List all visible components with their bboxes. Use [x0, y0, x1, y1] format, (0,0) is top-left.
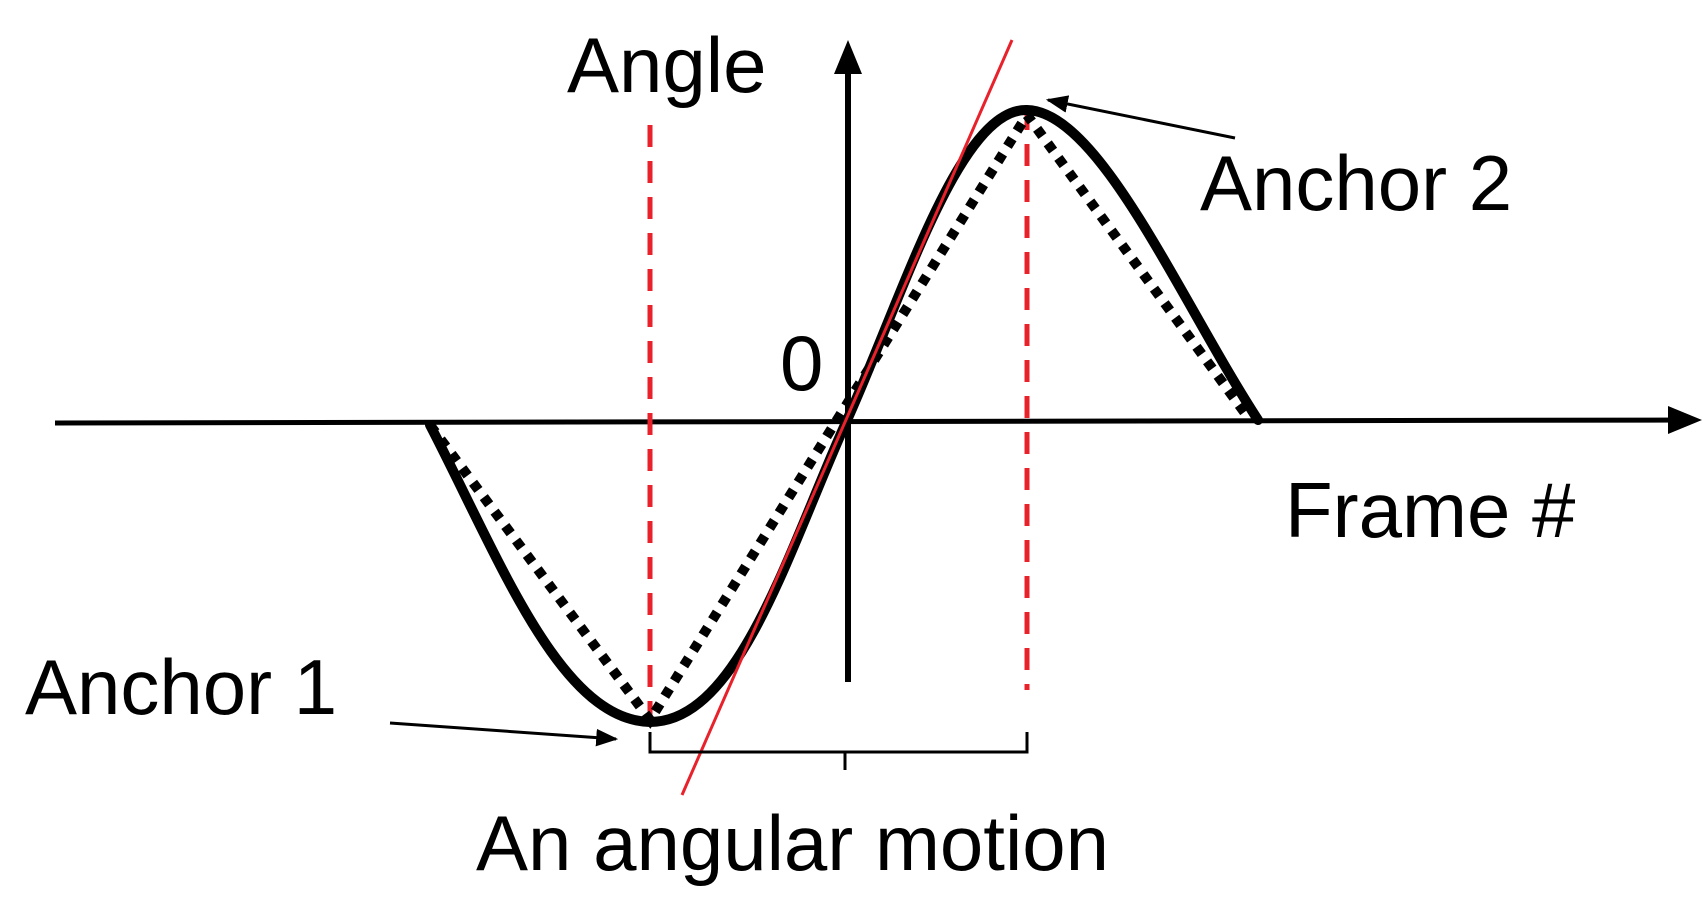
y-axis-arrow-icon — [834, 40, 862, 74]
tangent-line — [680, 39, 1014, 796]
zero-label: 0 — [780, 319, 823, 407]
motion-label: An angular motion — [476, 799, 1109, 887]
angle-curve — [425, 104, 1263, 728]
x-axis-label: Frame # — [1285, 466, 1575, 554]
x-axis — [54, 417, 1691, 426]
motion-range-bracket — [648, 732, 1029, 770]
anchor2-pointer-arrow — [1045, 95, 1236, 140]
x-axis-arrow-icon — [1668, 406, 1702, 434]
anchor1-pointer-arrow — [389, 721, 619, 747]
interpolated-motion-curve — [425, 106, 1255, 729]
anchor1-label: Anchor 1 — [25, 643, 337, 731]
anchor2-label: Anchor 2 — [1200, 139, 1512, 227]
y-axis-label: Angle — [567, 21, 767, 109]
